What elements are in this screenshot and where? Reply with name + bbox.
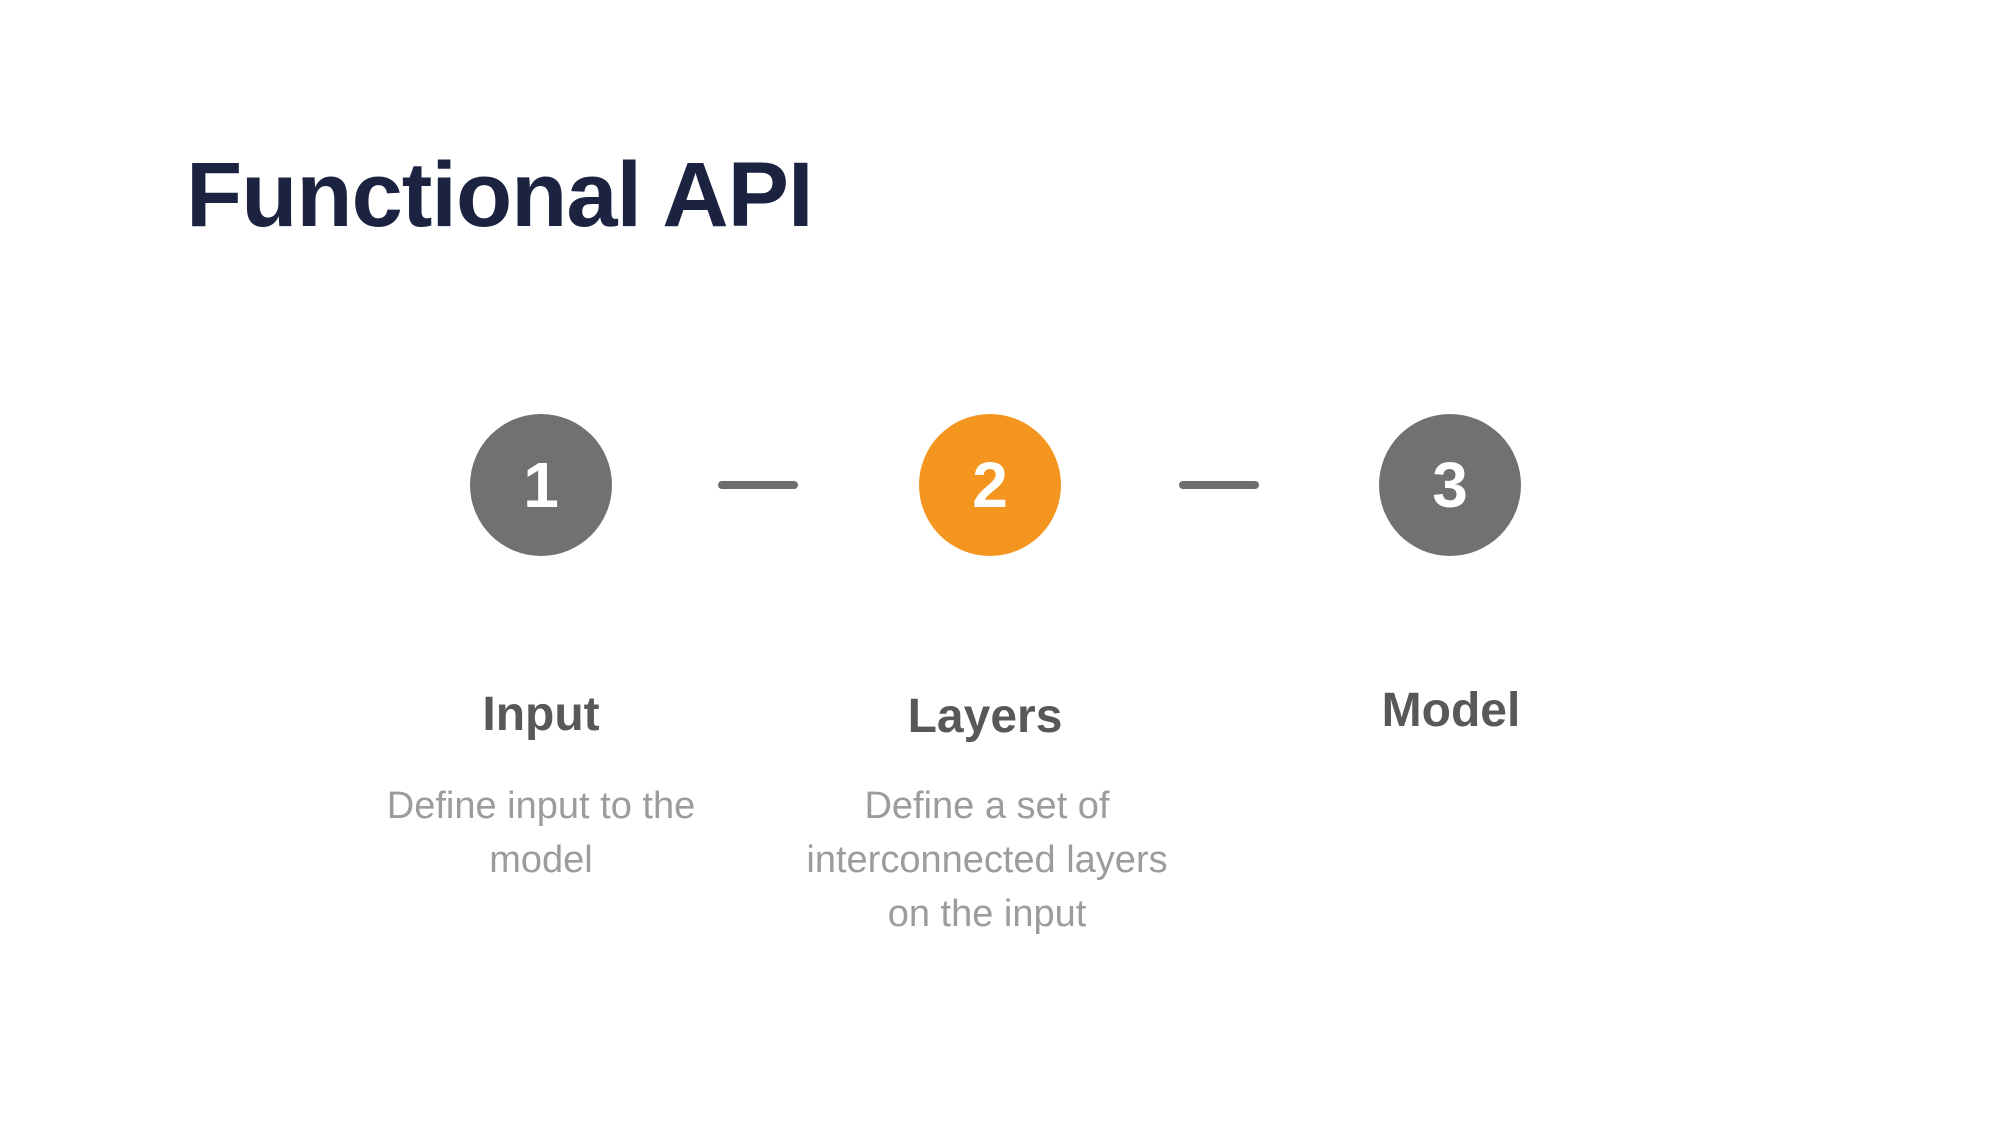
step-3-number: 3 <box>1432 449 1468 521</box>
step-1-circle: 1 <box>470 414 612 556</box>
step-1-description-line-1: Define input to the <box>386 785 696 827</box>
step-2-description-line-2: interconnected layers <box>806 839 1168 881</box>
step-1-label: Input <box>482 688 600 741</box>
step-2-description: Define a set of interconnected layers on… <box>787 779 1187 941</box>
connector-2-3 <box>1179 481 1259 489</box>
step-2-description-line-1: Define a set of <box>864 785 1110 827</box>
step-2-label: Layers <box>907 690 1063 743</box>
connector-1-2 <box>718 481 798 489</box>
step-3-circle: 3 <box>1379 414 1521 556</box>
step-3-label: Model <box>1381 684 1521 737</box>
step-1-number: 1 <box>523 449 559 521</box>
slide-title: Functional API <box>186 144 814 246</box>
step-2-description-line-3: on the input <box>887 893 1087 935</box>
step-1-description: Define input to the model <box>341 779 741 887</box>
step-2-number: 2 <box>972 449 1008 521</box>
step-2-circle: 2 <box>919 414 1061 556</box>
step-1-description-line-2: model <box>489 839 593 881</box>
